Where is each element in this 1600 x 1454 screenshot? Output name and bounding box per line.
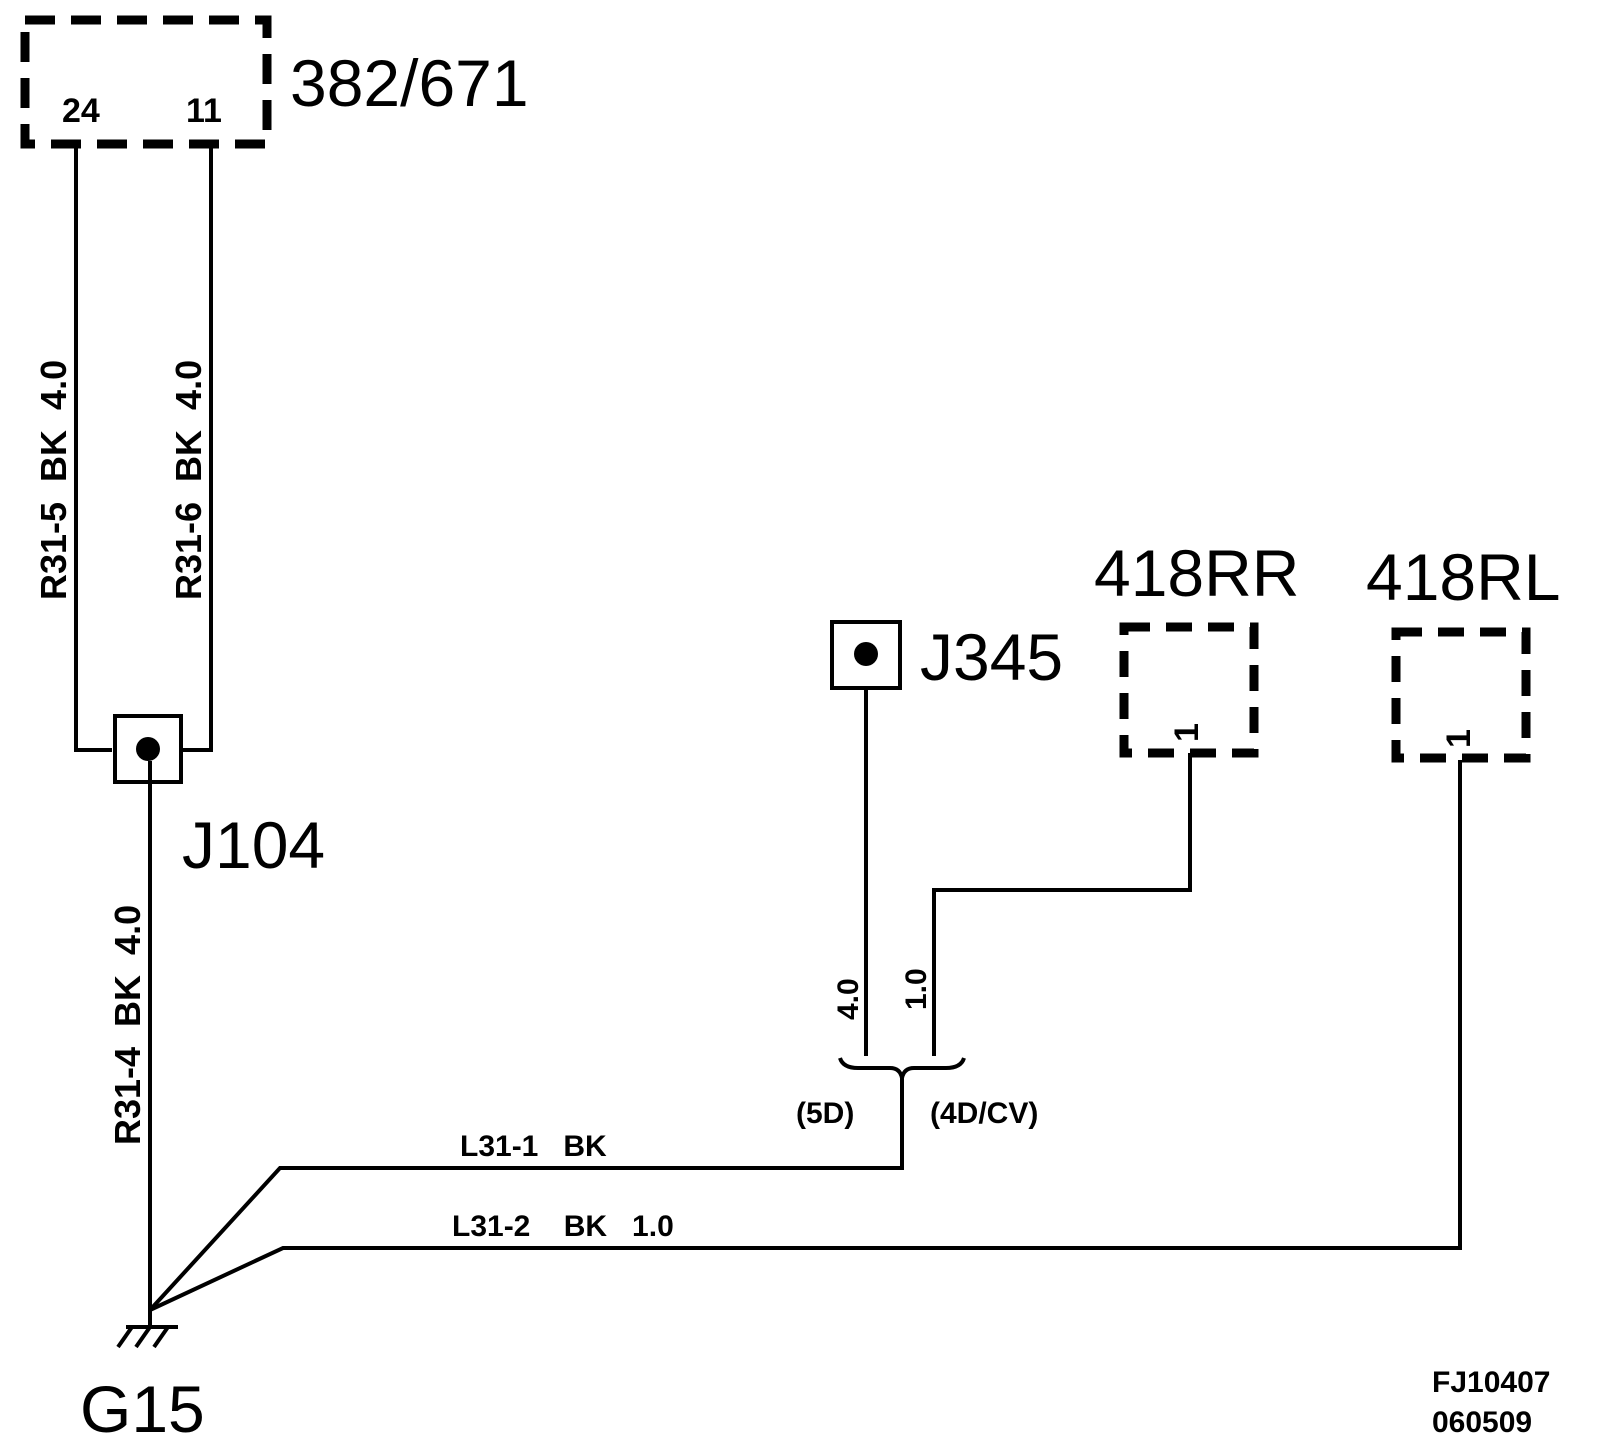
module-pin-11: 11: [186, 92, 222, 130]
variant-brace: [838, 1057, 966, 1079]
splice-j104-dot: [136, 737, 160, 761]
wire-l31-1: [148, 1078, 904, 1312]
wire-418rr-4d: [932, 753, 1192, 1056]
ground-hatch: [116, 1325, 134, 1349]
connector-418rr-pin: 1: [1168, 723, 1206, 742]
wire-label-r31-4: R31-4 BK 4.0: [107, 905, 148, 1145]
wire-l31-2: [149, 760, 1462, 1312]
ground-hatch: [134, 1325, 152, 1349]
module-label: 382/671: [290, 46, 529, 120]
ground-label: G15: [80, 1372, 205, 1446]
connector-418rr-outline: [1119, 622, 1259, 758]
splice-j104-label: J104: [182, 808, 325, 882]
wire-label-l31-2: L31-2 BK 1.0: [452, 1210, 674, 1243]
connector-418rl-pin: 1: [1440, 729, 1478, 748]
module-382-671-outline: [20, 15, 272, 149]
drawing-date: 060509: [1432, 1406, 1532, 1439]
wire-r31-5: [74, 144, 112, 752]
wire-size-5d: 4.0: [832, 978, 865, 1020]
variant-label-5d: (5D): [796, 1097, 854, 1130]
connector-418rr-label: 418RR: [1094, 536, 1299, 610]
module-pin-24: 24: [62, 92, 100, 130]
variant-label-4d-cv: (4D/CV): [930, 1097, 1038, 1130]
connector-418rl-label: 418RL: [1366, 540, 1561, 614]
wire-r31-6: [182, 144, 213, 752]
wire-size-4d: 1.0: [900, 968, 933, 1010]
drawing-code: FJ10407: [1432, 1366, 1550, 1399]
splice-j345-dot: [854, 642, 878, 666]
wire-label-l31-1: L31-1 BK: [460, 1130, 607, 1163]
splice-j345-label: J345: [920, 620, 1063, 694]
ground-hatch: [152, 1325, 170, 1349]
connector-418rl-outline: [1391, 627, 1531, 763]
wire-label-r31-6: R31-6 BK 4.0: [168, 360, 209, 600]
wire-label-r31-5: R31-5 BK 4.0: [33, 360, 74, 600]
